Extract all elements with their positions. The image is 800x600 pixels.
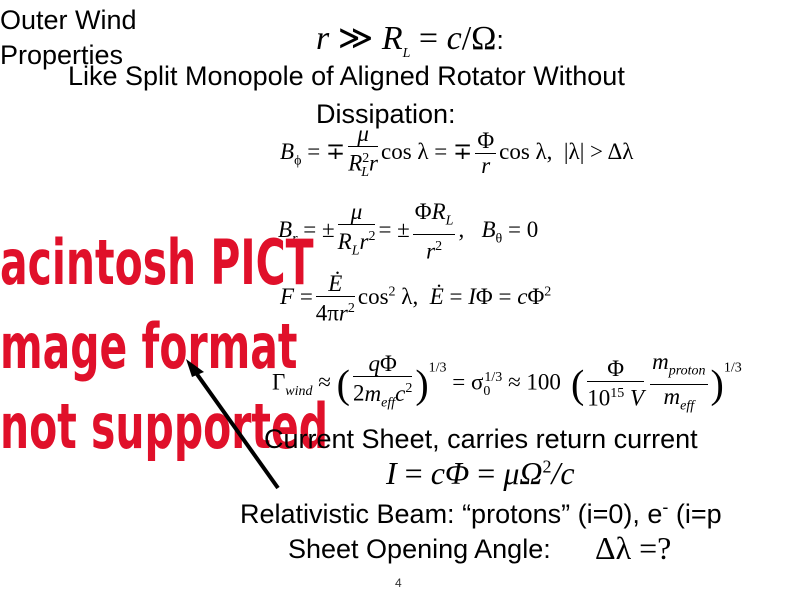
equation-current: I = cΦ = μΩ2/c bbox=[386, 455, 575, 491]
beam-label: Relativistic Beam: “protons” (i=0), e- (… bbox=[240, 497, 722, 529]
pict-line-2: mage format bbox=[0, 310, 298, 383]
current-sheet-label: Current Sheet, carries return current bbox=[264, 424, 698, 454]
slide-title: Outer Wind bbox=[0, 5, 137, 35]
slide-title-line-2: Properties bbox=[0, 40, 124, 70]
opening-angle-label: Sheet Opening Angle: bbox=[288, 534, 551, 564]
pict-placeholder: acintosh PICT mage format not supported bbox=[0, 228, 420, 462]
equation-opening-angle: Δλ =? bbox=[595, 530, 672, 566]
pict-line-3: not supported bbox=[0, 390, 329, 463]
title-line-1: Outer Wind bbox=[0, 5, 137, 35]
subtitle-line-1: Like Split Monopole of Aligned Rotator W… bbox=[68, 61, 625, 91]
header-condition: r ≫ RL = c/Ω: bbox=[316, 20, 504, 61]
subtitle-line-2: Dissipation: bbox=[316, 99, 456, 129]
pict-line-1: acintosh PICT bbox=[0, 226, 314, 299]
slide-number: 4 bbox=[395, 576, 402, 590]
